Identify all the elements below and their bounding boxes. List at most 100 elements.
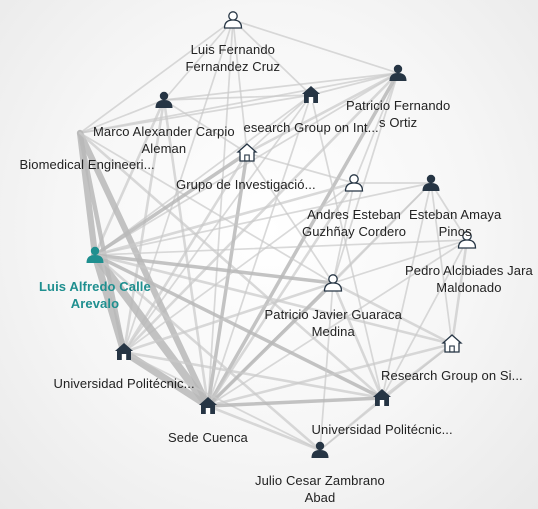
edge-luis-fernando-sede-cuenca [207,19,234,407]
node-label-line: Biomedical Engineeri... [19,157,155,172]
edge-patricio-fernando-biomedical [79,72,399,134]
node-label-line: Luis Alfredo Calle [39,279,151,294]
edge-luis-alfredo-sede-cuenca [91,251,212,410]
edge-luis-fernando-grupo [232,19,248,154]
edge-luis-alfredo-julio [93,253,322,452]
person-icon[interactable] [422,174,440,191]
edge-luis-fernando-patricio-fernando [232,19,399,74]
edge-luis-alfredo-universidad-1 [91,251,128,356]
edge-luis-alfredo-patricio-javier [93,253,335,285]
edge-layer [76,19,469,452]
edge-research-int-universidad-1 [123,94,312,353]
edge-patricio-fernando-grupo [245,71,400,155]
node-label-universidad-2[interactable]: Universidad Politécnic... [312,421,453,438]
edge-pedro-research-si [450,238,469,346]
node-label-grupo[interactable]: Grupo de Investigació... [176,176,316,193]
edge-andres-universidad-1 [123,182,355,353]
person-icon[interactable] [311,441,329,458]
node-label-line: Pinos [438,224,472,239]
node-label-line: Julio Cesar Zambrano [255,473,385,488]
node-label-line: Guzhñay Cordero [302,224,407,239]
node-label-line: Universidad Politécnic... [311,422,453,437]
edge-patricio-fernando-marco [163,72,399,101]
edge-sede-cuenca-julio [206,404,322,452]
edge-pedro-sede-cuenca [207,239,468,407]
node-label-line: Luis Fernando [190,42,276,57]
building-icon[interactable] [199,397,217,414]
edge-patricio-fernando-patricio-javier [332,72,399,284]
building-icon[interactable] [373,389,391,406]
edge-biomedical-sede-cuenca [76,129,212,410]
node-label-line: Universidad Politécnic... [53,376,195,391]
person-outline-icon[interactable] [344,174,364,192]
edge-esteban-universidad-2 [381,182,432,399]
person-outline-icon[interactable] [323,274,343,292]
node-label-line: Grupo de Investigació... [176,177,316,192]
person-icon[interactable] [389,64,407,81]
edge-esteban-luis-alfredo [94,182,432,256]
edge-marco-universidad-1 [122,98,166,354]
edge-esteban-pedro [430,182,468,241]
node-label-line: Aleman [141,141,187,156]
node-label-research-si[interactable]: Research Group on Si... [381,367,523,384]
building-icon[interactable] [115,343,133,360]
edge-research-int-sede-cuenca [207,94,312,407]
node-label-line: Arevalo [70,296,120,311]
edge-patricio-fernando-sede-cuenca [206,71,400,408]
building-icon[interactable] [302,86,320,103]
person-outline-icon[interactable] [457,231,477,249]
node-label-line: Research Group on Si... [381,368,523,383]
node-label-line: Abad [304,490,336,505]
edge-pedro-patricio-javier [332,239,468,284]
edge-research-int-universidad-2 [310,94,383,399]
edge-patricio-javier-universidad-1 [122,281,335,354]
edge-luis-fernando-research-int [232,19,312,96]
person-icon[interactable] [155,91,173,108]
edge-research-int-biomedical [79,94,312,134]
edge-patricio-fernando-research-int [310,72,399,96]
edge-pedro-luis-alfredo [94,239,468,256]
person-focus-icon[interactable] [86,246,104,263]
edge-universidad-1-sede-cuenca [120,348,212,410]
building-outline-icon[interactable] [441,334,463,353]
building-outline-icon[interactable] [236,143,258,162]
edge-grupo-luis-alfredo [93,151,249,257]
edge-patricio-fernando-universidad-1 [122,71,400,354]
edge-luis-fernando-biomedical [79,19,234,134]
edge-research-int-grupo [246,94,312,154]
edge-marco-grupo [163,99,248,154]
edge-patricio-javier-universidad-2 [331,281,384,400]
edge-universidad-2-julio [319,397,383,451]
node-label-line: Esteban Amaya [409,207,502,222]
node-label-universidad-1[interactable]: Universidad Politécnic... [54,375,195,392]
node-label-line: Pedro Alcibiades Jara [405,263,533,278]
edge-patricio-javier-sede-cuenca [206,281,335,408]
edge-biomedical-patricio-javier [79,132,334,284]
edge-grupo-sede-cuenca [206,151,249,408]
node-label-line: Maldonado [436,280,502,295]
person-outline-icon[interactable] [223,11,243,29]
node-icon-layer [86,11,477,458]
node-label-line: Marco Alexander Carpio [93,124,235,139]
node-label-sede-cuenca[interactable]: Sede Cuenca [168,429,248,446]
node-label-research-int[interactable]: esearch Group on Int... [244,119,379,136]
edge-pedro-universidad-2 [381,239,468,399]
edge-grupo-andres [246,152,355,184]
node-label-line: Andres Esteban [307,207,402,222]
node-label-line: Fernandez Cruz [185,59,281,74]
edge-luis-alfredo-research-si [93,253,454,346]
node-label-biomedical[interactable]: Biomedical Engineeri... [20,156,155,173]
edge-patricio-javier-research-si [331,281,454,346]
node-label-line: Patricio Fernando [346,98,451,113]
edge-sede-cuenca-universidad-2 [206,396,384,408]
